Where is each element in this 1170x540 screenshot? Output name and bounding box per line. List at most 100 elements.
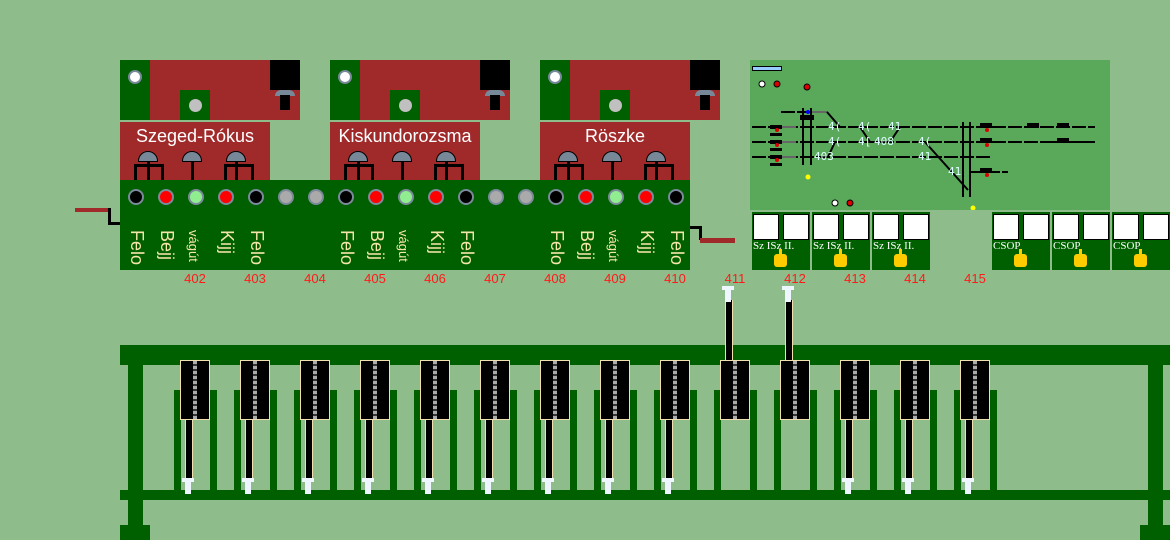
lever-lock-box[interactable]	[600, 360, 630, 420]
lever-lock-box[interactable]	[960, 360, 990, 420]
station-key-panel[interactable]	[540, 60, 570, 120]
lever-lock-box[interactable]	[300, 360, 330, 420]
switch-knob[interactable]	[1074, 249, 1087, 267]
lever-lock-box[interactable]	[360, 360, 390, 420]
panel-label: vágút	[186, 230, 201, 262]
switch-window	[1113, 214, 1139, 240]
lever-chain	[913, 361, 917, 419]
lever-handle[interactable]	[422, 478, 434, 494]
wire-left	[75, 208, 110, 212]
lever-chain	[613, 361, 617, 419]
lever-handle[interactable]	[902, 478, 914, 494]
lever-chain	[733, 361, 737, 419]
lever-rod	[605, 420, 613, 478]
station-button[interactable]	[399, 99, 412, 112]
lever-lock-box[interactable]	[840, 360, 870, 420]
lever-handle[interactable]	[242, 478, 254, 494]
track-label: 41	[948, 165, 962, 178]
switch-window	[753, 214, 779, 240]
lever-number: 411	[724, 271, 746, 286]
lever-lock-box[interactable]	[480, 360, 510, 420]
key-lamp[interactable]	[338, 70, 352, 84]
bell-stem	[655, 162, 658, 180]
switch-window	[813, 214, 839, 240]
block-instrument[interactable]	[690, 60, 720, 90]
lever-handle[interactable]	[602, 478, 614, 494]
track-label: 403	[814, 150, 834, 163]
lever-guide	[294, 390, 301, 490]
lever-guide	[594, 390, 601, 490]
indicator-lamp	[158, 189, 174, 205]
switch-window	[1143, 214, 1169, 240]
lever-guide	[210, 390, 217, 490]
panel-label: Bejj	[367, 230, 387, 261]
lever-handle[interactable]	[782, 286, 794, 302]
lever-lock-box[interactable]	[720, 360, 750, 420]
frame-bottom-rail	[120, 490, 1170, 500]
block-plunger[interactable]	[695, 90, 715, 96]
switch-knob[interactable]	[894, 249, 907, 267]
lever-guide	[534, 390, 541, 490]
lever-lock-box[interactable]	[240, 360, 270, 420]
lever-handle[interactable]	[842, 478, 854, 494]
panel-label: Kijj	[637, 230, 657, 255]
block-instrument[interactable]	[480, 60, 510, 90]
panel-label: Kijj	[427, 230, 447, 255]
lever-guide	[174, 390, 181, 490]
switch-window	[1023, 214, 1049, 240]
track-diagram-svg	[752, 66, 1095, 211]
bell-stem	[235, 162, 238, 180]
switch-knob[interactable]	[1014, 249, 1027, 267]
wire-right	[700, 238, 735, 243]
lever-handle[interactable]	[362, 478, 374, 494]
switch-window	[993, 214, 1019, 240]
track-diagram[interactable]: 4( 4( 41 4( 4[ 408 403 4( 41 41	[750, 60, 1110, 211]
key-lamp[interactable]	[548, 70, 562, 84]
block-plunger[interactable]	[275, 90, 295, 96]
lever-guide	[990, 390, 997, 490]
lever-handle[interactable]	[182, 478, 194, 494]
block-plunger[interactable]	[485, 90, 505, 96]
block-instrument[interactable]	[270, 60, 300, 90]
lever-chain	[433, 361, 437, 419]
switch-knob[interactable]	[774, 249, 787, 267]
lever-handle[interactable]	[962, 478, 974, 494]
station-button[interactable]	[609, 99, 622, 112]
lever-number: 408	[544, 271, 566, 286]
lever-lock-box[interactable]	[540, 360, 570, 420]
station-button[interactable]	[189, 99, 202, 112]
bell-wire	[554, 164, 584, 180]
lever-handle[interactable]	[542, 478, 554, 494]
track-label: 408	[874, 135, 894, 148]
lever-handle[interactable]	[482, 478, 494, 494]
lever-guide	[234, 390, 241, 490]
indicator-lamp	[308, 189, 324, 205]
lever-lock-box[interactable]	[780, 360, 810, 420]
bell-stem	[191, 162, 194, 180]
lever-guide	[690, 390, 697, 490]
bell-stem	[567, 162, 570, 180]
bell-stem	[147, 162, 150, 180]
key-lamp[interactable]	[128, 70, 142, 84]
lever-lock-box[interactable]	[180, 360, 210, 420]
lever-handle[interactable]	[722, 286, 734, 302]
lever-lock-box[interactable]	[900, 360, 930, 420]
switch-knob[interactable]	[834, 249, 847, 267]
lever-lock-box[interactable]	[420, 360, 450, 420]
switch-knob[interactable]	[1134, 249, 1147, 267]
lever-chain	[553, 361, 557, 419]
lever-lock-box[interactable]	[660, 360, 690, 420]
lever-chain	[673, 361, 677, 419]
indicator-lamp	[368, 189, 384, 205]
lever-number: 407	[484, 271, 506, 286]
station-key-panel[interactable]	[330, 60, 360, 120]
track-label: 4(	[918, 135, 932, 148]
panel-label: Felo	[127, 230, 147, 266]
lever-handle[interactable]	[302, 478, 314, 494]
lever-number: 415	[964, 271, 986, 286]
lever-number: 410	[664, 271, 686, 286]
bell-stem	[357, 162, 360, 180]
lever-handle[interactable]	[662, 478, 674, 494]
station-key-panel[interactable]	[120, 60, 150, 120]
panel-label: Felo	[337, 230, 357, 266]
